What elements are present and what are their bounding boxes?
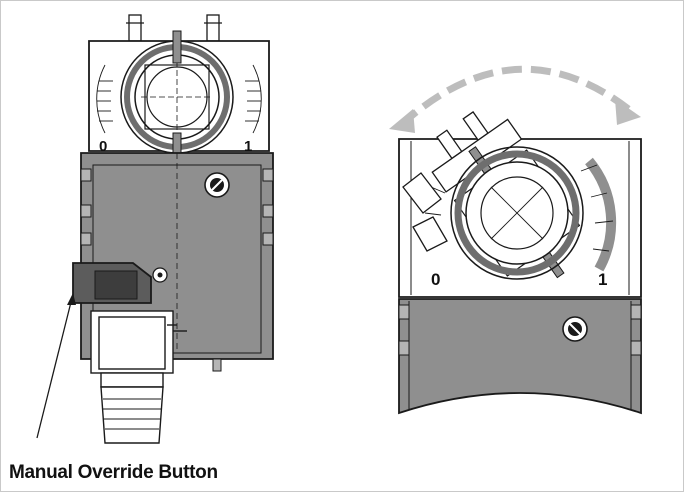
cable-gland — [90, 310, 187, 444]
left-side-clips — [80, 168, 274, 246]
manual-override-button[interactable] — [72, 262, 152, 304]
right-scale-min-label: 0 — [431, 270, 440, 289]
release-screw-icon — [204, 172, 230, 198]
top-bolts — [126, 14, 222, 42]
position-indicator-icon — [152, 267, 168, 283]
right-actuator: 0 1 — [389, 65, 642, 415]
right-scale-max-label: 1 — [598, 270, 607, 289]
rotation-arrow — [389, 65, 641, 133]
left-scale — [96, 64, 262, 134]
callout-leader-arrow — [36, 293, 76, 439]
right-release-screw-icon — [562, 316, 588, 342]
right-lower-housing — [398, 298, 642, 415]
left-actuator: 0 1 — [72, 14, 274, 444]
right-side-clips — [398, 304, 642, 356]
left-scale-min-label: 0 — [99, 138, 107, 155]
manual-override-callout-label: Manual Override Button — [9, 462, 218, 483]
right-side-bolts — [402, 172, 448, 252]
ground-terminal — [212, 358, 222, 372]
left-shaft-clamp — [120, 30, 234, 154]
left-scale-max-label: 1 — [244, 138, 252, 155]
